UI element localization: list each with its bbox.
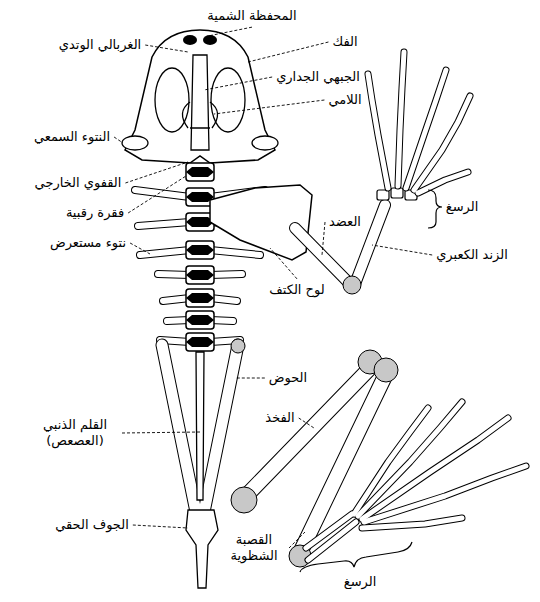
leader-line <box>125 162 188 183</box>
leader-line <box>128 176 186 213</box>
carpal <box>391 188 403 198</box>
part-label: القفوي الخارجي <box>34 175 123 191</box>
acetabulum <box>186 510 218 588</box>
leader-line <box>270 248 297 279</box>
foot-bone <box>306 402 526 560</box>
leader-line <box>133 525 188 528</box>
part-label: الغربالي الوتدي <box>58 37 142 53</box>
arm-bone <box>295 205 385 284</box>
auditory-process <box>252 136 278 150</box>
joint-cap <box>343 276 361 294</box>
leader-line <box>214 100 324 114</box>
part-label: الحوض <box>268 370 308 386</box>
part-label: الجبهي الجداري <box>275 69 361 85</box>
finger-bone <box>368 52 470 193</box>
vertebra <box>186 311 214 329</box>
part-label: القصبة الشظوية <box>222 532 286 565</box>
part-label: لوح الكتف <box>268 282 325 298</box>
joint-cap <box>231 487 257 513</box>
arm-bone <box>295 205 385 284</box>
hyoid <box>182 102 217 128</box>
olfactory-capsule <box>203 35 217 45</box>
vertebra <box>186 163 214 181</box>
leader-line <box>208 27 252 36</box>
leader-line <box>322 222 325 255</box>
frontoparietal-bone <box>191 55 209 150</box>
part-label: الرسغ <box>445 199 480 215</box>
bracket <box>428 190 442 228</box>
bracket <box>300 542 412 572</box>
ilium <box>162 345 238 512</box>
ilium <box>162 345 238 512</box>
joint-cap <box>231 339 245 353</box>
finger-bone <box>368 52 470 193</box>
carpal <box>377 190 389 200</box>
part-label: العضد <box>328 214 362 230</box>
leader-line <box>236 378 265 379</box>
part-label: اللامي <box>327 92 362 108</box>
part-label: الفك <box>331 34 358 50</box>
leader-line <box>372 245 432 255</box>
leader-line <box>248 42 328 62</box>
joint-cap <box>374 358 398 382</box>
leader-line <box>289 532 305 548</box>
leader-line <box>145 45 188 52</box>
part-label: نتوء مستعرض <box>49 235 127 251</box>
part-label: الجوف الحقي <box>54 517 130 533</box>
foot-bone <box>306 402 526 560</box>
leader-line <box>299 418 314 428</box>
part-label: الزند الكعبري <box>435 247 509 263</box>
leader-line <box>114 137 123 143</box>
part-label: القلم الذنبي (العصعص) <box>31 417 119 450</box>
auditory-process <box>122 136 148 150</box>
vertebra <box>186 289 214 307</box>
part-label: الفخذ <box>264 410 295 426</box>
olfactory-capsule <box>183 35 197 45</box>
leader-line <box>204 77 272 90</box>
vertebra <box>186 266 214 284</box>
part-label: المحفظة الشمية <box>206 8 297 24</box>
leader-line <box>130 243 150 254</box>
vertebra <box>186 333 214 351</box>
leader-line <box>122 432 200 433</box>
part-label: فقرة رقبية <box>65 205 125 221</box>
urostyle <box>196 352 204 500</box>
vertebra <box>186 241 214 259</box>
part-label: الرسغ <box>343 574 378 590</box>
part-label: النتوء السمعي <box>33 129 111 145</box>
